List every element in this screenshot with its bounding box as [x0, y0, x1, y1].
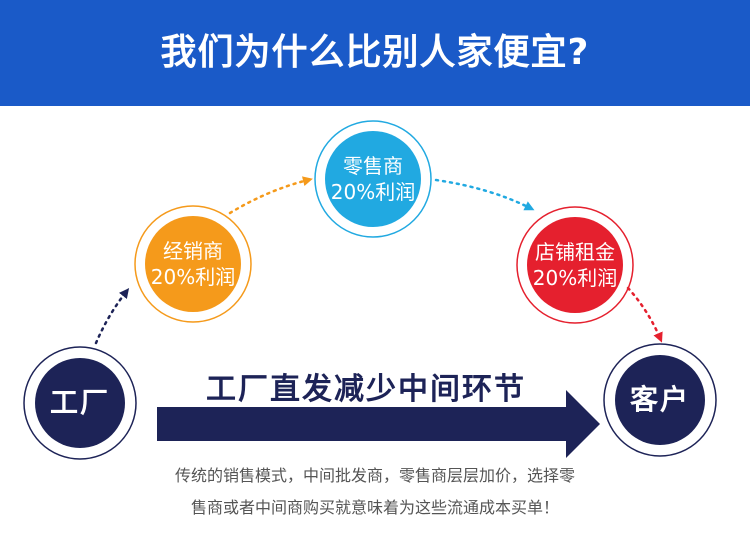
description-line-2: 售商或者中间商购买就意味着为这些流通成本买单！	[190, 498, 559, 517]
description-line-1: 传统的销售模式，中间批发商，零售商层层加价，选择零	[174, 466, 575, 485]
distributor-node: 经销商 20%利润	[145, 216, 241, 312]
retailer-node: 零售商 20%利润	[325, 131, 421, 227]
arrow-store-rent-to-customer	[626, 286, 663, 343]
store-rent-node-ring	[516, 206, 634, 324]
main-arrow-shape	[157, 390, 600, 458]
retailer-node-ring	[314, 120, 432, 238]
retailer-margin: 20%利润	[330, 180, 416, 204]
distributor-margin: 20%利润	[150, 265, 236, 289]
factory-label: 工厂	[49, 386, 110, 419]
customer-label: 客户	[629, 383, 690, 416]
store-rent-label: 店铺租金	[535, 240, 615, 264]
page-title: 我们为什么比别人家便宜?	[160, 32, 590, 73]
customer-node: 客户	[615, 355, 705, 445]
factory-node-ring	[23, 346, 137, 460]
factory-node: 工厂	[35, 358, 125, 448]
retailer-label: 零售商	[343, 154, 403, 178]
main-arrow-label: 工厂直发减少中间环节	[206, 372, 526, 407]
customer-node-ring	[603, 343, 717, 457]
arrow-distributor-to-retailer	[228, 176, 313, 215]
distributor-label: 经销商	[163, 239, 223, 263]
description-text: 传统的销售模式，中间批发商，零售商层层加价，选择零 售商或者中间商购买就意味着为…	[0, 460, 750, 524]
store-rent-margin: 20%利润	[532, 266, 618, 290]
distributor-node-ring	[134, 205, 252, 323]
header-banner	[0, 0, 750, 106]
store-rent-node: 店铺租金 20%利润	[527, 217, 623, 313]
arrow-retailer-to-store-rent	[434, 178, 535, 211]
arrow-factory-to-distributor	[94, 288, 130, 345]
